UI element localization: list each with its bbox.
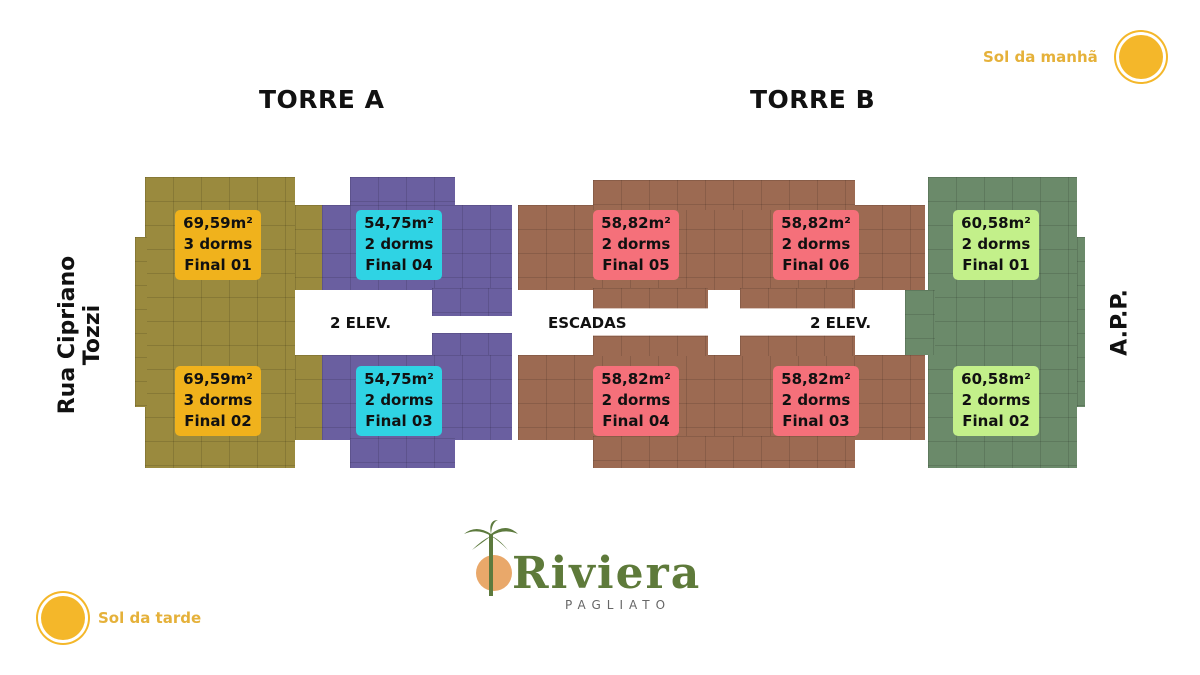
unit-area: 54,75m² bbox=[364, 214, 434, 232]
unit-block-a-right bbox=[350, 438, 455, 468]
unit-final: Final 04 bbox=[602, 412, 670, 430]
unit-area: 58,82m² bbox=[781, 214, 851, 232]
unit-block-a-right bbox=[350, 177, 455, 207]
street-label: Rua Cipriano Tozzi bbox=[55, 255, 105, 415]
unit-final: Final 05 bbox=[602, 256, 670, 274]
unit-block-a-left-ext bbox=[295, 355, 325, 440]
unit-area: 60,58m² bbox=[961, 370, 1031, 388]
unit-final: Final 01 bbox=[184, 256, 252, 274]
app-label: A.P.P. bbox=[1107, 289, 1133, 356]
unit-block-a-left-ext bbox=[295, 205, 325, 290]
unit-block-b-brown bbox=[593, 436, 855, 468]
unit-block-a-left-ext bbox=[135, 237, 147, 407]
unit-dorms: 2 dorms bbox=[781, 391, 851, 409]
stairs-label: ESCADAS bbox=[548, 314, 627, 332]
logo-name: Riviera bbox=[512, 548, 702, 599]
unit-area: 69,59m² bbox=[183, 370, 253, 388]
elevators-a-label: 2 ELEV. bbox=[330, 314, 392, 332]
unit-block-b-green bbox=[905, 290, 935, 355]
logo-sun-icon bbox=[476, 555, 512, 591]
unit-dorms: 2 dorms bbox=[601, 235, 671, 253]
unit-block-b-brown bbox=[518, 355, 925, 440]
unit-final: Final 06 bbox=[782, 256, 850, 274]
unit-block-b-green bbox=[1077, 237, 1085, 407]
unit-final: Final 02 bbox=[184, 412, 252, 430]
unit-area: 69,59m² bbox=[183, 214, 253, 232]
unit-block-a-right bbox=[432, 288, 512, 316]
unit-block-a-right bbox=[432, 333, 512, 358]
logo-subtitle: PAGLIATO bbox=[565, 598, 672, 612]
morning-sun-label: Sol da manhã bbox=[983, 48, 1098, 66]
sun-icon bbox=[41, 596, 85, 640]
afternoon-sun-label: Sol da tarde bbox=[98, 609, 202, 627]
unit-area: 60,58m² bbox=[961, 214, 1031, 232]
unit-final: Final 03 bbox=[782, 412, 850, 430]
unit-area: 58,82m² bbox=[601, 214, 671, 232]
unit-final: Final 04 bbox=[365, 256, 433, 274]
unit-dorms: 2 dorms bbox=[364, 235, 434, 253]
sun-icon bbox=[1119, 35, 1163, 79]
unit-area: 58,82m² bbox=[781, 370, 851, 388]
unit-dorms: 3 dorms bbox=[183, 391, 253, 409]
tower-a-title: TORRE A bbox=[259, 85, 385, 114]
unit-dorms: 2 dorms bbox=[961, 235, 1031, 253]
unit-final: Final 02 bbox=[962, 412, 1030, 430]
unit-block-b-brown bbox=[518, 205, 925, 290]
unit-dorms: 2 dorms bbox=[601, 391, 671, 409]
unit-area: 58,82m² bbox=[601, 370, 671, 388]
unit-block-b-brown bbox=[593, 180, 855, 210]
unit-dorms: 3 dorms bbox=[183, 235, 253, 253]
unit-final: Final 03 bbox=[365, 412, 433, 430]
elevators-b-label: 2 ELEV. bbox=[810, 314, 872, 332]
unit-area: 54,75m² bbox=[364, 370, 434, 388]
palm-tree-icon bbox=[464, 520, 518, 596]
unit-dorms: 2 dorms bbox=[961, 391, 1031, 409]
unit-final: Final 01 bbox=[962, 256, 1030, 274]
unit-dorms: 2 dorms bbox=[364, 391, 434, 409]
tower-b-title: TORRE B bbox=[750, 85, 876, 114]
unit-dorms: 2 dorms bbox=[781, 235, 851, 253]
